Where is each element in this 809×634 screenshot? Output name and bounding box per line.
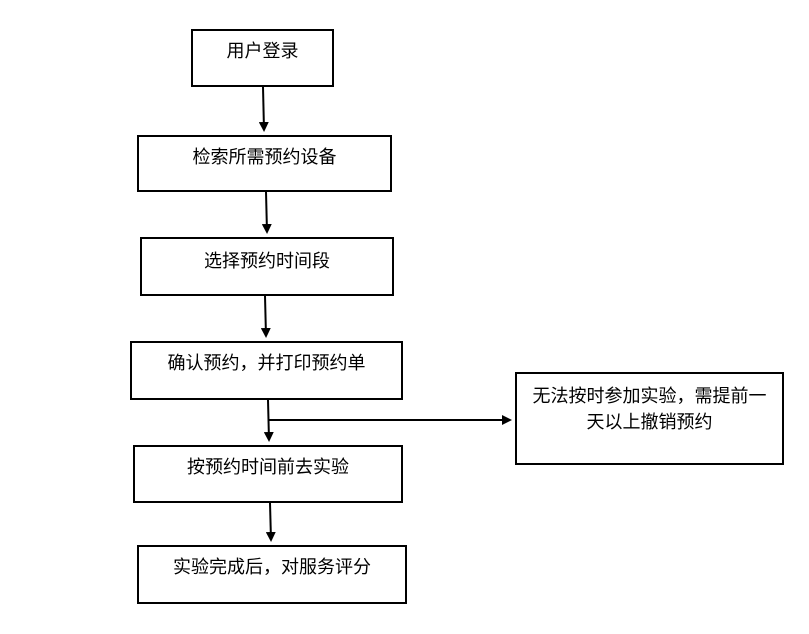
arrow-timeslot-to-confirm <box>260 295 271 338</box>
step-label: 实验完成后，对服务评分 <box>173 557 371 578</box>
step-label: 用户登录 <box>226 41 299 62</box>
step-label: 确认预约，并打印预约单 <box>167 353 366 374</box>
note-cancel-reservation: 无法按时参加实验，需提前一天以上撤销预约 <box>515 372 784 465</box>
step-attend-experiment: 按预约时间前去实验 <box>133 445 403 503</box>
step-label: 选择预约时间段 <box>204 251 330 272</box>
step-search-equipment: 检索所需预约设备 <box>137 135 392 192</box>
arrow-login-to-search <box>258 86 269 132</box>
step-label: 按预约时间前去实验 <box>187 457 349 478</box>
step-select-time-slot: 选择预约时间段 <box>140 237 394 296</box>
step-label: 检索所需预约设备 <box>192 147 337 168</box>
step-user-login: 用户登录 <box>191 29 334 87</box>
arrow-attend-to-rating <box>265 502 276 542</box>
step-rate-service: 实验完成后，对服务评分 <box>137 545 407 604</box>
arrow-search-to-timeslot <box>261 191 272 234</box>
note-label: 无法按时参加实验，需提前一天以上撤销预约 <box>532 386 767 433</box>
step-confirm-and-print: 确认预约，并打印预约单 <box>130 341 403 400</box>
